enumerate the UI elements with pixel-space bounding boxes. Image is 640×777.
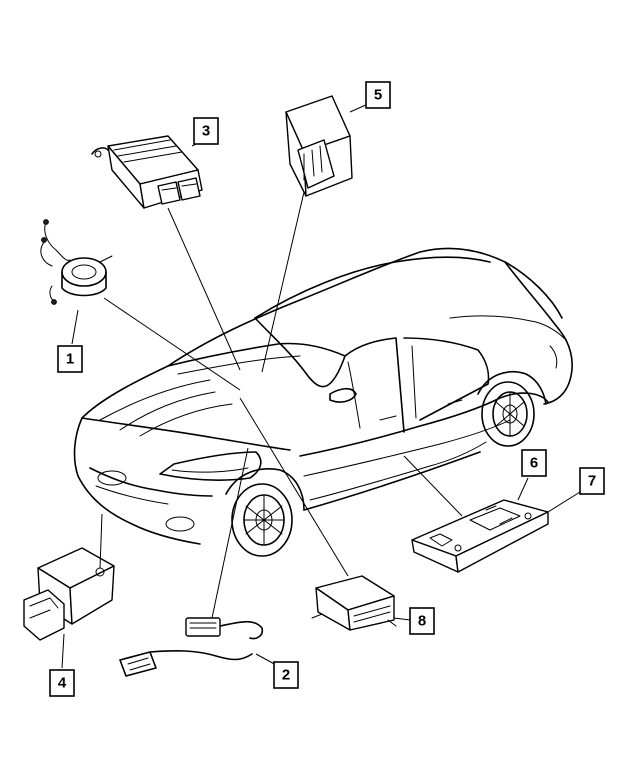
callout-2: 2 [273,661,299,689]
callout-8-number: 8 [418,613,426,630]
callout-7: 7 [579,467,605,495]
callout-1: 1 [57,345,83,373]
callout-3: 3 [193,117,219,145]
leader-lines [61,103,581,669]
callout-2-number: 2 [282,667,290,684]
callout-5-number: 5 [374,87,382,104]
part-2-wiring-connector [119,617,264,677]
part-3-control-module [91,135,203,209]
callout-8: 8 [409,607,435,635]
part-8-airbag-control-module [311,575,397,631]
part-5-relay-module [285,95,353,197]
part-6-7-seat-track-sensor [411,499,549,573]
callout-5: 5 [365,81,391,109]
callout-6-number: 6 [530,455,538,472]
part-4-impact-sensor [23,547,115,641]
callout-7-number: 7 [588,473,596,490]
callout-1-number: 1 [66,351,74,368]
callout-4: 4 [49,669,75,697]
part-1-clockspring [40,219,113,305]
sedan-vehicle-illustration [73,247,573,557]
callout-6: 6 [521,449,547,477]
callout-4-number: 4 [58,675,67,692]
callout-3-number: 3 [202,123,210,140]
